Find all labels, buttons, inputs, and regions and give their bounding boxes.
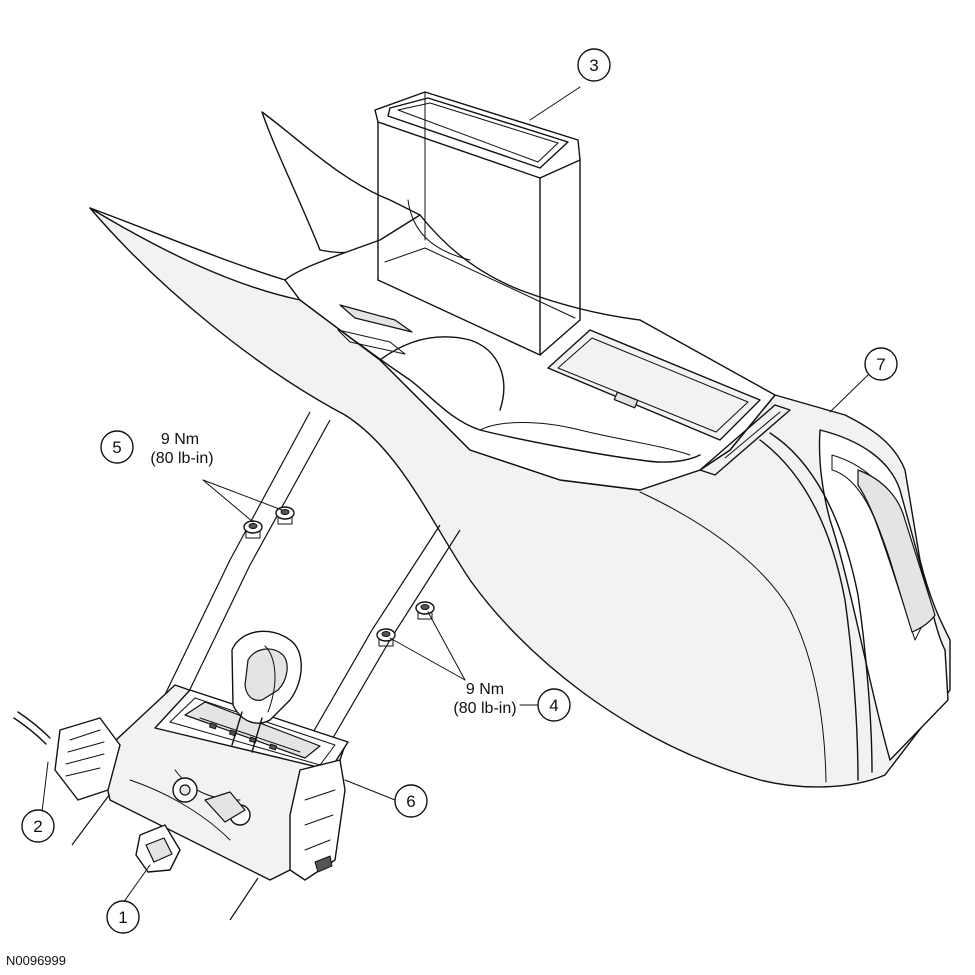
gear-shifter-assembly xyxy=(13,630,349,881)
svg-text:2: 2 xyxy=(33,817,42,836)
svg-text:5: 5 xyxy=(112,438,121,457)
callout-3: 3 xyxy=(577,48,611,82)
nut-upper-left xyxy=(243,520,263,539)
leader-lines xyxy=(41,86,869,904)
torque-upper-imperial: (80 lb-in) xyxy=(150,450,213,467)
nut-upper-right xyxy=(275,506,295,525)
torque-upper-metric: 9 Nm xyxy=(161,431,199,448)
floor-console xyxy=(89,111,951,788)
svg-text:4: 4 xyxy=(549,696,558,715)
svg-text:3: 3 xyxy=(589,56,598,75)
figure-id: N0096999 xyxy=(6,953,66,968)
torque-spec-upper: 9 Nm (80 lb-in) xyxy=(150,431,213,467)
torque-lower-imperial: (80 lb-in) xyxy=(453,700,516,717)
svg-text:1: 1 xyxy=(118,908,127,927)
upper-nuts xyxy=(243,506,295,539)
storage-bin-insert xyxy=(374,91,581,356)
torque-spec-lower: 9 Nm (80 lb-in) xyxy=(453,681,516,717)
svg-text:7: 7 xyxy=(876,355,885,374)
torque-lower-metric: 9 Nm xyxy=(466,681,504,698)
svg-text:6: 6 xyxy=(406,792,415,811)
lower-nuts xyxy=(376,601,435,647)
callout-5: 5 xyxy=(100,430,134,464)
callout-4: 4 xyxy=(537,688,571,722)
callout-2: 2 xyxy=(21,809,55,843)
callout-7: 7 xyxy=(864,347,898,381)
nut-lower-right xyxy=(415,601,435,620)
callout-6: 6 xyxy=(394,784,428,818)
callout-1: 1 xyxy=(106,900,140,934)
nut-lower-left xyxy=(376,628,396,647)
